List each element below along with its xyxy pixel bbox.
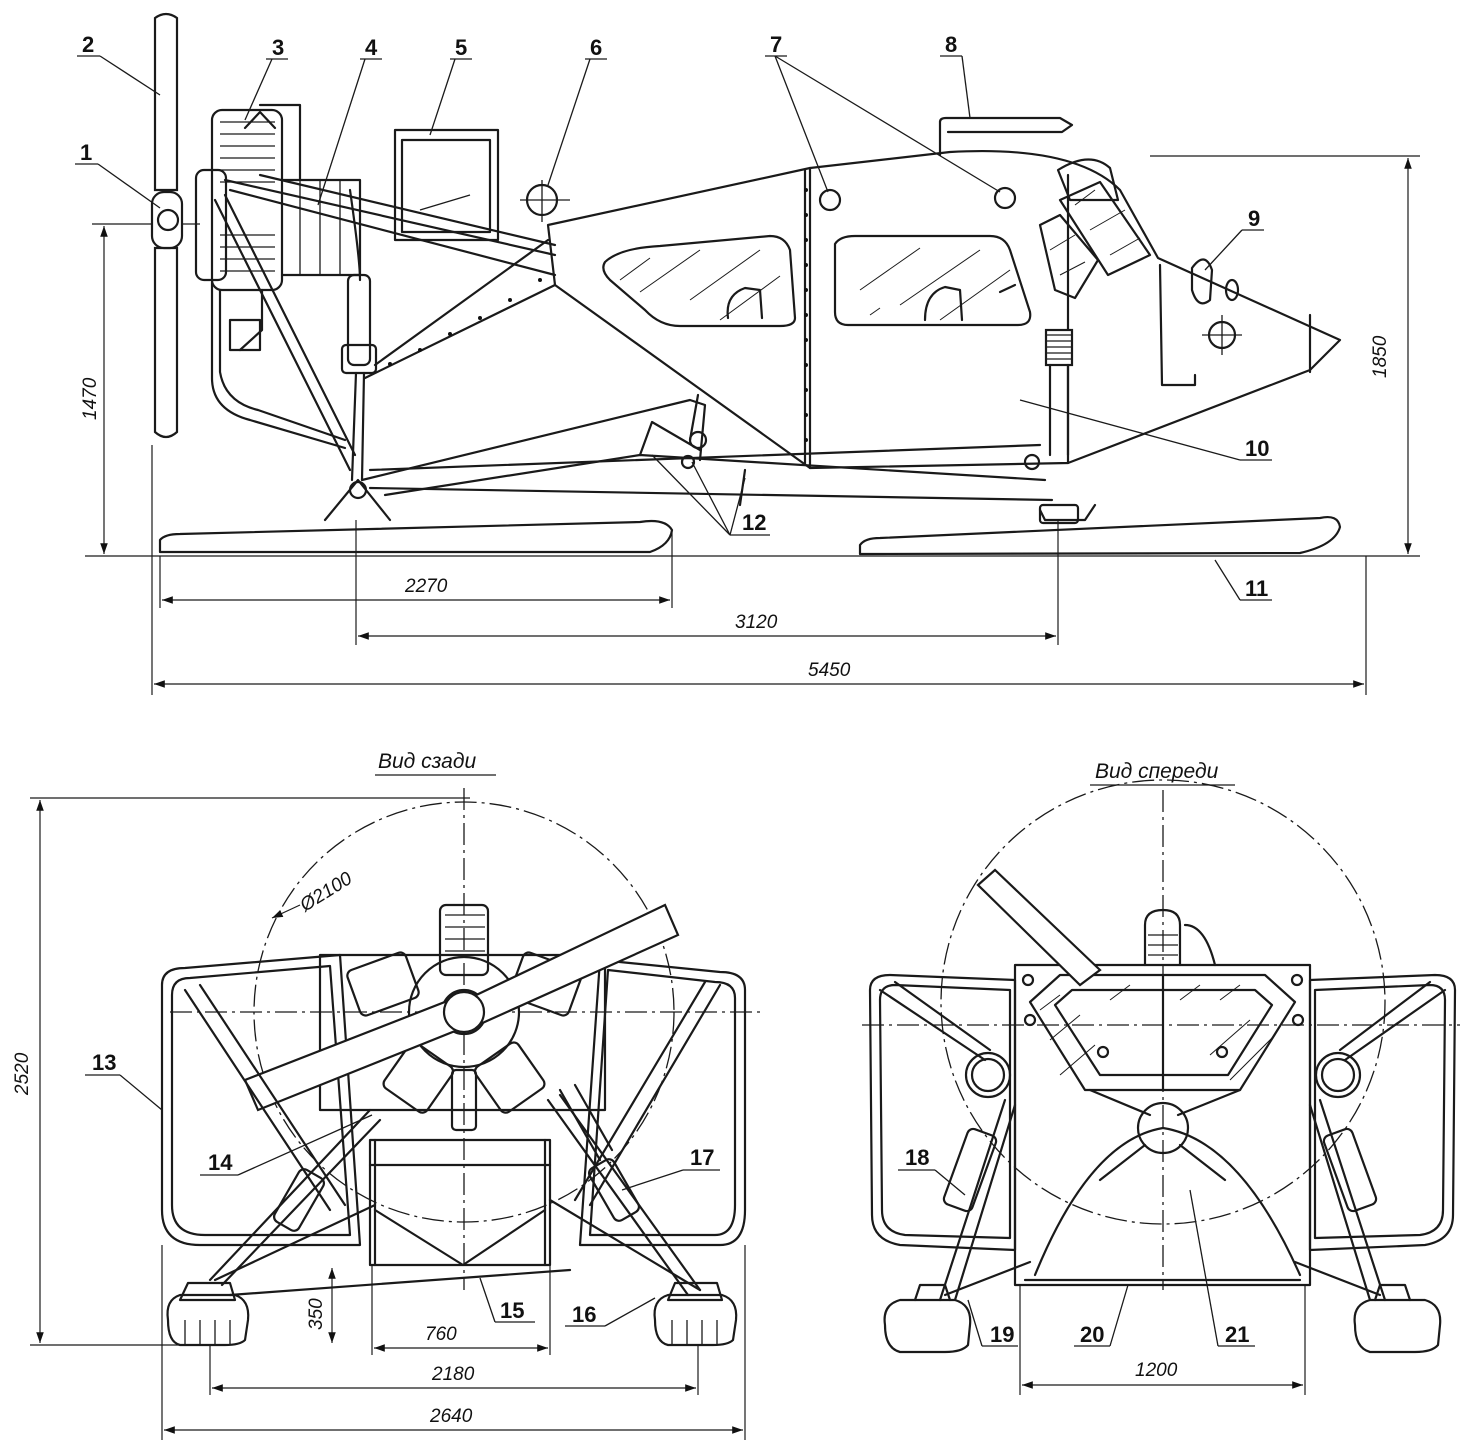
dim-1200: 1200 <box>1135 1360 1178 1381</box>
callout-2: 2 <box>82 32 94 57</box>
front-window <box>833 234 1032 327</box>
callout-4: 4 <box>365 35 378 60</box>
front-right-ski <box>1353 1283 1442 1354</box>
left-skirt <box>160 953 362 1247</box>
windshield <box>1038 158 1152 300</box>
callout-3: 3 <box>272 35 284 60</box>
callout-15: 15 <box>500 1298 524 1323</box>
callout-13: 13 <box>92 1050 116 1075</box>
rear-right-ski <box>653 1281 738 1347</box>
callout-14: 14 <box>208 1150 233 1175</box>
front-ski <box>858 515 1342 556</box>
front-propeller-disk <box>940 779 1386 1225</box>
headlight <box>1158 258 1242 387</box>
front-left-ski <box>883 1283 972 1354</box>
suspension-tubes <box>360 393 1054 507</box>
engine-mount-frame <box>210 173 557 472</box>
dim-2270: 2270 <box>404 576 448 597</box>
dim-2520: 2520 <box>12 1052 33 1096</box>
front-right-headlight <box>1314 1051 1362 1099</box>
front-view-title: Вид спереди <box>1095 760 1219 783</box>
roof-light-2 <box>993 186 1017 210</box>
antenna <box>938 116 1074 157</box>
front-view-dimensions: 1200 <box>1019 1285 1306 1395</box>
rear-light <box>520 180 570 222</box>
rear-view-callouts: 13 14 15 16 17 <box>85 1050 720 1327</box>
callout-8: 8 <box>945 32 957 57</box>
callout-20: 20 <box>1080 1322 1104 1347</box>
callout-17: 17 <box>690 1145 714 1170</box>
front-view-callouts: 18 19 20 21 <box>898 1145 1255 1347</box>
rear-view-dimensions: 2520 Ø2100 350 760 2180 2640 <box>12 797 746 1440</box>
front-windshield <box>1028 973 1297 1092</box>
callout-9: 9 <box>1248 206 1260 231</box>
left-strut-b <box>208 1108 382 1287</box>
callout-7: 7 <box>770 32 782 57</box>
side-view-dimensions: 2270 3120 5450 1470 1850 <box>80 155 1420 695</box>
seat-back <box>393 128 500 242</box>
side-view <box>85 12 1420 557</box>
left-strut-a <box>183 983 347 1212</box>
callout-6: 6 <box>590 35 602 60</box>
callout-16: 16 <box>572 1302 596 1327</box>
side-view-callouts: 1 2 3 4 5 6 7 8 9 10 11 12 <box>75 32 1272 601</box>
dim-760: 760 <box>425 1324 457 1345</box>
callout-11: 11 <box>1245 576 1268 601</box>
callout-18: 18 <box>905 1145 929 1170</box>
callout-12: 12 <box>742 510 766 535</box>
rear-left-ski <box>166 1281 250 1347</box>
engine <box>194 103 362 352</box>
dim-5450: 5450 <box>808 660 851 681</box>
rear-window <box>602 234 797 328</box>
front-left-headlight <box>964 1051 1012 1099</box>
callout-19: 19 <box>990 1322 1014 1347</box>
right-skirt <box>578 958 747 1247</box>
dim-2180: 2180 <box>431 1364 475 1385</box>
dim-1850: 1850 <box>1370 335 1391 378</box>
dim-2640: 2640 <box>429 1406 473 1427</box>
rear-ski <box>158 519 674 554</box>
front-view: Вид спереди <box>862 760 1460 1354</box>
rear-strut <box>323 188 392 522</box>
prop-blade-left <box>243 998 472 1112</box>
dim-1470: 1470 <box>80 377 101 420</box>
callout-21: 21 <box>1225 1322 1249 1347</box>
front-strut <box>1023 328 1097 525</box>
right-strut-b <box>546 1093 702 1297</box>
nose-hub <box>1136 1101 1190 1155</box>
fuselage <box>363 149 1342 470</box>
rivets <box>388 188 808 442</box>
front-prop-blade <box>976 868 1102 987</box>
propeller <box>150 12 184 439</box>
engine-top <box>1143 908 1182 967</box>
callout-5: 5 <box>455 35 467 60</box>
rear-view: Вид сзади <box>160 750 760 1347</box>
dim-3120: 3120 <box>735 612 778 633</box>
callout-10: 10 <box>1245 436 1269 461</box>
callout-1: 1 <box>80 140 92 165</box>
cabin-front <box>1013 963 1312 1287</box>
rear-view-title: Вид сзади <box>378 750 476 773</box>
dim-350: 350 <box>306 1298 327 1330</box>
front-right-skirt <box>1308 973 1457 1252</box>
roof-light-1 <box>818 188 842 212</box>
